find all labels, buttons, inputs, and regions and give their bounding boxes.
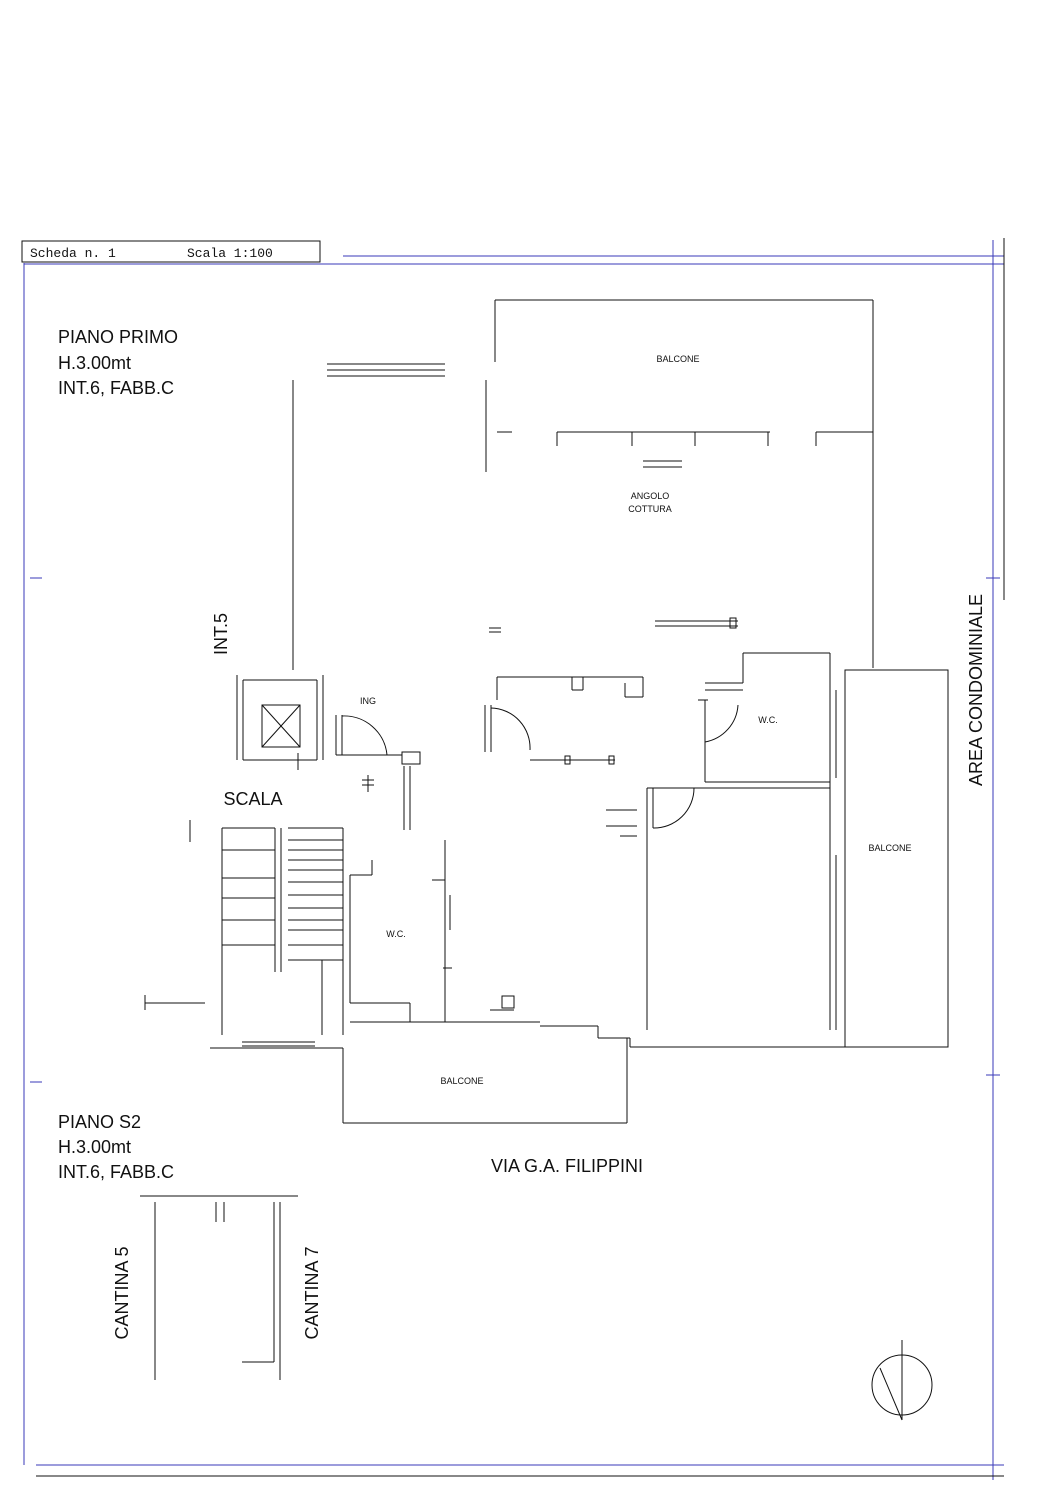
- north-arrow-icon: [871, 1340, 933, 1421]
- wc-left-room: [349, 840, 540, 1023]
- basement-unit: INT.6, FABB.C: [58, 1162, 174, 1182]
- interior-walls: [484, 617, 738, 765]
- first-floor-title: PIANO PRIMO: [58, 327, 178, 347]
- sheet-number: Scheda n. 1: [30, 246, 116, 261]
- central-room: [540, 787, 948, 1048]
- wc-right-label: W.C.: [758, 715, 778, 725]
- street-label: VIA G.A. FILIPPINI: [491, 1156, 643, 1176]
- balcony-right-label: BALCONE: [868, 843, 911, 853]
- common-area-label: AREA CONDOMINIALE: [966, 594, 986, 786]
- balcony-top-label: BALCONE: [656, 354, 699, 364]
- stairs-label: SCALA: [223, 789, 282, 809]
- wc-left-label: W.C.: [386, 929, 406, 939]
- first-floor-unit: INT.6, FABB.C: [58, 378, 174, 398]
- balcony-bottom-label: BALCONE: [440, 1076, 483, 1086]
- scale-label: Scala 1:100: [187, 246, 273, 261]
- bottom-balcony: [342, 1038, 628, 1124]
- basement-title: PIANO S2: [58, 1112, 141, 1132]
- kitchen-label-line2: COTTURA: [628, 504, 672, 514]
- top-balcony: [292, 299, 874, 670]
- entrance-door: [335, 715, 421, 830]
- stair-block: [144, 675, 344, 1049]
- sheet-frame: [21, 238, 1005, 1480]
- entrance-label: ING: [360, 696, 376, 706]
- kitchen-label-line1: ANGOLO: [631, 491, 670, 501]
- right-balcony: [829, 669, 949, 1048]
- int5-label: INT.5: [211, 613, 231, 655]
- cellar: [140, 1195, 298, 1380]
- basement-height: H.3.00mt: [58, 1137, 131, 1157]
- cellar-7-label: CANTINA 7: [302, 1246, 322, 1339]
- first-floor-height: H.3.00mt: [58, 353, 131, 373]
- cellar-5-label: CANTINA 5: [112, 1246, 132, 1339]
